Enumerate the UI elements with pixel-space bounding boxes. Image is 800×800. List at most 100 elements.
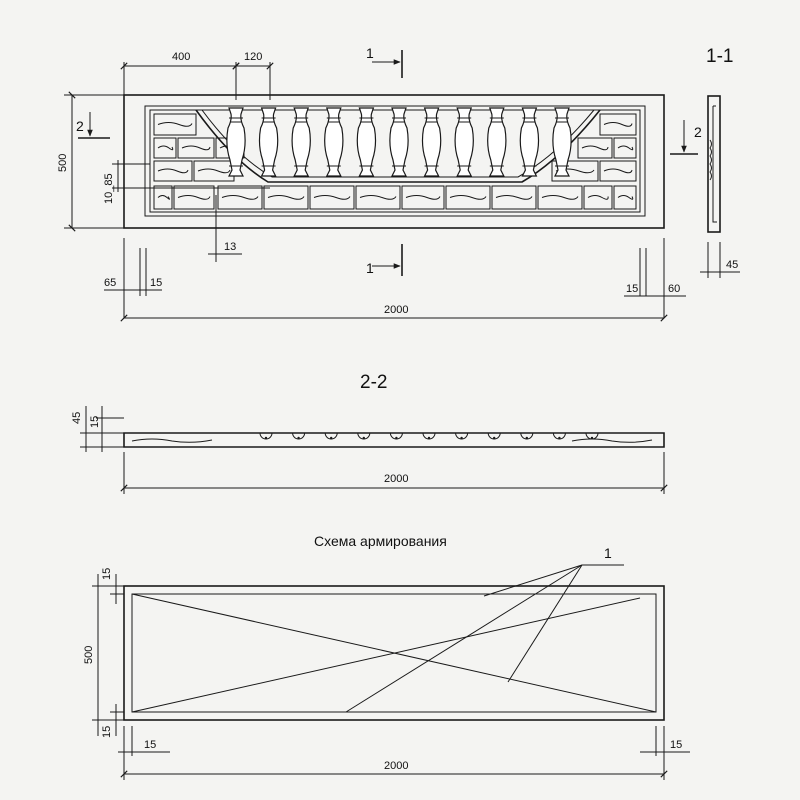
dim-45-section-label: 45 bbox=[71, 412, 83, 424]
reinforcement-outline bbox=[123, 585, 665, 721]
plate-outline bbox=[123, 94, 665, 229]
cut-1-top-label: 1 bbox=[366, 45, 374, 61]
section-2-2-title: 2-2 bbox=[360, 372, 387, 393]
dim-15-reinf-left-label: 15 bbox=[144, 739, 156, 751]
section-1-1-view: 45 bbox=[700, 95, 740, 278]
brick bbox=[551, 160, 599, 182]
hole-dot bbox=[590, 436, 594, 440]
hole-dot bbox=[264, 436, 268, 440]
dim-10-85-label: 10_85 bbox=[103, 173, 115, 204]
rebar-frame bbox=[131, 593, 657, 713]
brick bbox=[153, 160, 193, 182]
section-1-1-label: 1-1 bbox=[706, 46, 733, 67]
reinforcement-title: Схема армирования bbox=[314, 533, 447, 549]
hole-dot bbox=[395, 436, 398, 440]
brick-texture bbox=[267, 195, 305, 200]
dim-500-reinf-label: 500 bbox=[83, 646, 95, 664]
dim-500-label: 500 bbox=[57, 154, 69, 172]
brick bbox=[309, 185, 355, 210]
brick bbox=[217, 185, 263, 210]
brick-texture bbox=[177, 195, 211, 200]
rebar-diagonal-2 bbox=[131, 597, 641, 713]
cut-1-bottom-label: 1 bbox=[366, 260, 374, 276]
baluster bbox=[552, 107, 572, 177]
brick-texture bbox=[405, 195, 441, 200]
baluster bbox=[324, 107, 344, 177]
hole-dot bbox=[362, 436, 365, 440]
baluster bbox=[389, 107, 409, 177]
brick-texture bbox=[157, 195, 170, 200]
dim-2000-reinf-label: 2000 bbox=[384, 760, 408, 772]
baluster bbox=[454, 107, 474, 177]
baluster bbox=[291, 107, 311, 177]
brick-texture bbox=[581, 145, 609, 151]
brick bbox=[153, 113, 197, 136]
baluster-holes bbox=[259, 432, 599, 440]
hole-dot bbox=[330, 436, 333, 440]
brick-texture bbox=[157, 145, 174, 151]
brick-texture bbox=[181, 145, 211, 151]
dim-120-label: 120 bbox=[244, 51, 262, 63]
brick-texture bbox=[197, 168, 231, 174]
brick-texture bbox=[313, 195, 351, 200]
brick-texture bbox=[603, 122, 633, 127]
dim-65-label: 65 bbox=[104, 277, 116, 289]
brick bbox=[263, 185, 309, 210]
dim-15-reinf-top-label: 15 bbox=[101, 568, 113, 580]
dim-15-right-label: 15 bbox=[626, 283, 638, 295]
brick bbox=[577, 137, 613, 159]
balusters bbox=[226, 107, 572, 177]
dim-15-reinf-right-label: 15 bbox=[670, 739, 682, 751]
brick bbox=[355, 185, 401, 210]
section-2-2-view: 2-2 45 15 2000 bbox=[71, 372, 668, 494]
brick-texture bbox=[221, 195, 259, 200]
hole-dot bbox=[493, 436, 496, 440]
dim-45-side-label: 45 bbox=[726, 259, 738, 271]
hole-dot bbox=[460, 436, 463, 440]
brick bbox=[173, 185, 215, 210]
brick-texture bbox=[157, 168, 189, 174]
brick bbox=[153, 185, 173, 210]
brick-texture bbox=[603, 168, 633, 174]
baluster bbox=[519, 107, 540, 177]
plate-front-view bbox=[123, 94, 665, 229]
brick bbox=[177, 137, 215, 159]
cut-2-right-label: 2 bbox=[694, 124, 702, 140]
baluster bbox=[356, 107, 377, 177]
brick bbox=[445, 185, 491, 210]
cut-2-left-label: 2 bbox=[76, 118, 84, 134]
reinforcement-view: Схема армирования 1 500 15 15 15 15 2000 bbox=[83, 533, 690, 780]
brick bbox=[599, 113, 637, 136]
brick bbox=[537, 185, 583, 210]
balustrade-arch bbox=[195, 109, 601, 183]
dim-15-left-label: 15 bbox=[150, 277, 162, 289]
baluster bbox=[421, 107, 442, 177]
brick-texture bbox=[359, 195, 397, 200]
brick bbox=[583, 185, 613, 210]
brick-texture bbox=[495, 195, 533, 200]
baluster bbox=[487, 107, 507, 177]
hole-dot bbox=[558, 436, 561, 440]
hole-dot bbox=[427, 436, 431, 440]
brick bbox=[613, 137, 637, 159]
dimensions-top: 400 120 1 1 1-1 2 2 500 10_85 13 bbox=[57, 45, 733, 322]
plate-inner-frame bbox=[144, 105, 646, 217]
baluster bbox=[258, 107, 279, 177]
dim-60-label: 60 bbox=[668, 283, 680, 295]
section-2-2-outline bbox=[123, 432, 665, 448]
brick-texture bbox=[541, 195, 579, 200]
rebar-callout-label: 1 bbox=[604, 545, 612, 561]
brick-texture bbox=[617, 195, 634, 200]
hole-dot bbox=[525, 436, 528, 440]
brick-texture bbox=[617, 145, 634, 151]
dim-400-label: 400 bbox=[172, 51, 190, 63]
dim-2000-top-label: 2000 bbox=[384, 304, 408, 316]
hole-dot bbox=[297, 436, 300, 440]
brick-texture bbox=[157, 122, 193, 127]
brick bbox=[401, 185, 445, 210]
baluster bbox=[226, 107, 246, 177]
brick bbox=[491, 185, 537, 210]
brick bbox=[613, 185, 637, 210]
dim-13-label: 13 bbox=[224, 241, 236, 253]
